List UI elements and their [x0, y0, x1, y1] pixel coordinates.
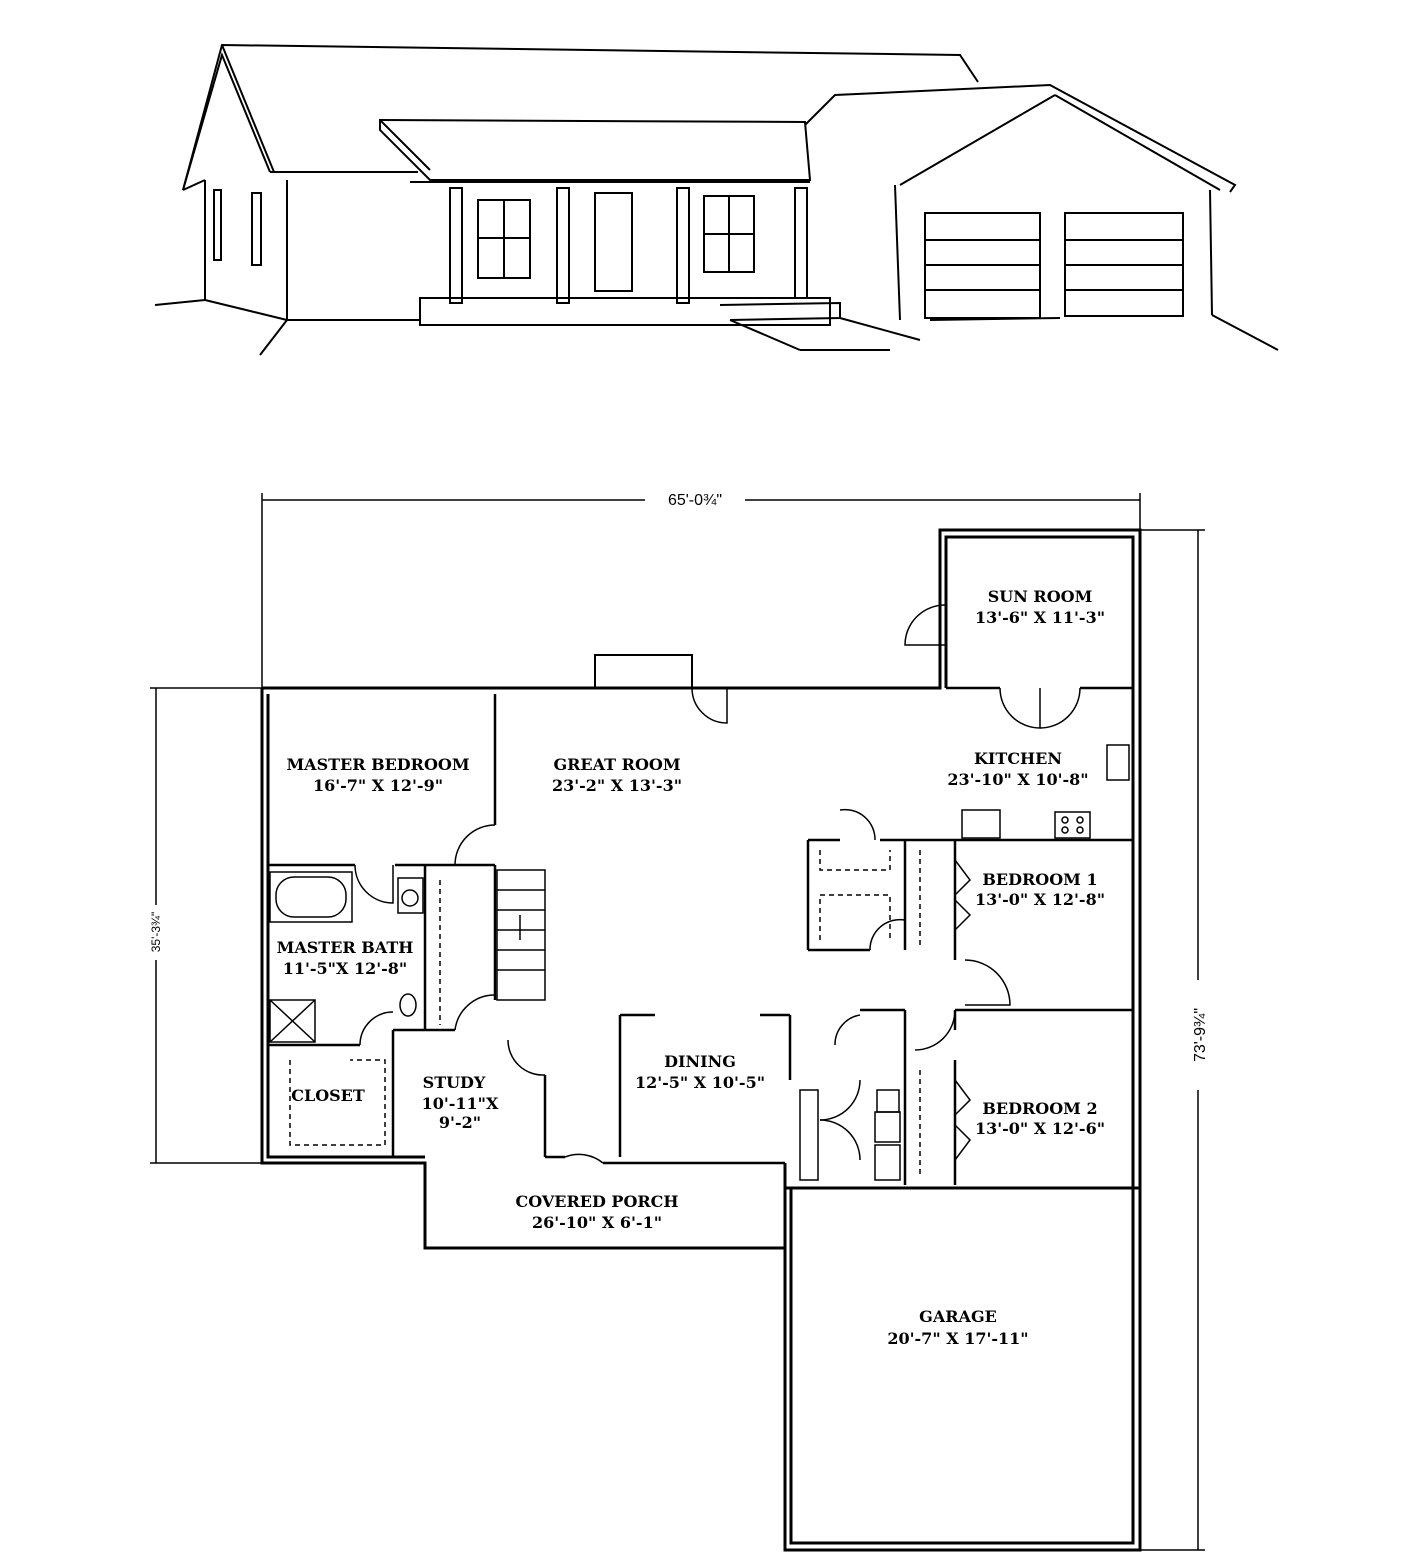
left-depth-dimension: 35'-3¾" — [149, 912, 163, 953]
room-size-master-bath: 11'-5"X 12'-8" — [283, 959, 408, 978]
room-name-sun-room: SUN ROOM — [988, 587, 1093, 606]
room-name-master-bedroom: MASTER BEDROOM — [286, 755, 469, 774]
room-size-garage: 20'-7" X 17'-11" — [887, 1329, 1028, 1348]
room-name-kitchen: KITCHEN — [974, 749, 1062, 768]
room-name-great-room: GREAT ROOM — [553, 755, 680, 774]
room-name-dining: DINING — [664, 1052, 736, 1071]
room-size-study: 10'-11"X — [422, 1094, 499, 1113]
room-size-covered-porch: 26'-10" X 6'-1" — [532, 1213, 662, 1232]
room-size-master-bedroom: 16'-7" X 12'-9" — [313, 776, 443, 795]
room-labels: SUN ROOM 13'-6" X 11'-3" MASTER BEDROOM … — [277, 587, 1105, 1348]
room-name-study: STUDY — [423, 1073, 486, 1092]
room-size-bedroom-1: 13'-0" X 12'-8" — [975, 890, 1105, 909]
closet-shelves — [289, 850, 921, 1175]
room-size-study-2: 9'-2" — [439, 1113, 481, 1132]
room-name-bedroom-2: BEDROOM 2 — [982, 1099, 1097, 1118]
room-name-covered-porch: COVERED PORCH — [515, 1192, 678, 1211]
room-name-master-bath: MASTER BATH — [277, 938, 414, 957]
fixtures — [269, 744, 1130, 1181]
dimension-lines — [150, 493, 1205, 1551]
room-name-bedroom-1: BEDROOM 1 — [982, 870, 1097, 889]
doors — [354, 604, 1081, 1164]
exterior-walls — [260, 528, 1142, 1552]
room-name-garage: GARAGE — [919, 1307, 997, 1326]
room-size-great-room: 23'-2" X 13'-3" — [552, 776, 682, 795]
room-size-sun-room: 13'-6" X 11'-3" — [975, 608, 1105, 627]
room-name-closet: CLOSET — [291, 1086, 365, 1105]
overall-width-dimension: 65'-0¾" — [668, 492, 722, 509]
room-size-kitchen: 23'-10" X 10'-8" — [947, 770, 1088, 789]
room-size-dining: 12'-5" X 10'-5" — [635, 1073, 765, 1092]
front-elevation — [154, 43, 1279, 356]
room-size-bedroom-2: 13'-0" X 12'-6" — [975, 1119, 1105, 1138]
overall-depth-dimension: 73'-9¾" — [1192, 1008, 1209, 1062]
